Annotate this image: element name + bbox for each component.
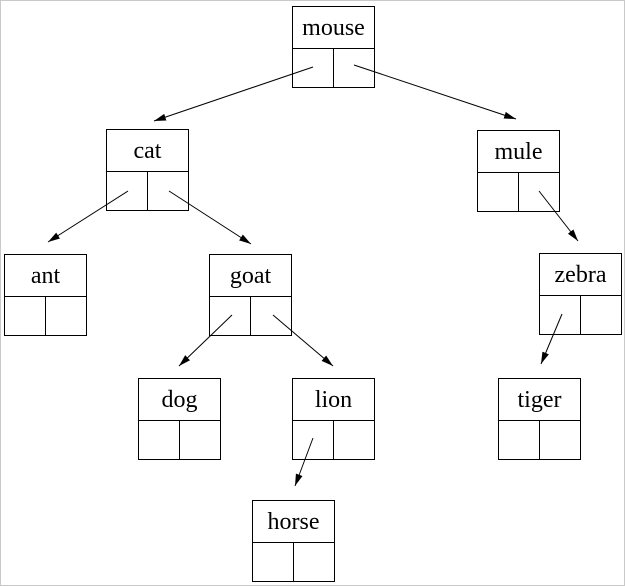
tree-node-goat: goat xyxy=(209,254,292,336)
tree-node-ant: ant xyxy=(4,254,87,336)
node-label: zebra xyxy=(540,254,621,296)
node-left-pointer-cell xyxy=(253,542,294,581)
node-label: ant xyxy=(5,255,86,297)
node-label: tiger xyxy=(499,379,580,421)
node-right-pointer-cell xyxy=(148,172,188,211)
node-pointer-cells xyxy=(293,420,374,460)
tree-node-mule: mule xyxy=(477,130,560,212)
node-pointer-cells xyxy=(139,420,220,460)
node-left-pointer-cell xyxy=(5,296,46,335)
node-label: lion xyxy=(293,379,374,421)
node-pointer-cells xyxy=(253,542,334,582)
tree-node-tiger: tiger xyxy=(498,378,581,460)
node-right-pointer-cell xyxy=(46,297,86,336)
node-left-pointer-cell xyxy=(540,295,581,334)
node-right-pointer-cell xyxy=(519,173,559,212)
node-pointer-cells xyxy=(499,420,580,460)
node-left-pointer-cell xyxy=(210,296,251,335)
node-pointer-cells xyxy=(107,171,188,211)
node-right-pointer-cell xyxy=(251,297,291,336)
node-label: cat xyxy=(107,130,188,172)
node-left-pointer-cell xyxy=(293,420,334,459)
node-left-pointer-cell xyxy=(293,48,334,87)
node-label: mouse xyxy=(293,7,374,49)
tree-node-cat: cat xyxy=(106,129,189,211)
node-right-pointer-cell xyxy=(334,421,374,460)
node-label: mule xyxy=(478,131,559,173)
node-left-pointer-cell xyxy=(478,172,519,211)
node-pointer-cells xyxy=(478,172,559,212)
node-label: dog xyxy=(139,379,220,421)
tree-node-mouse: mouse xyxy=(292,6,375,88)
node-left-pointer-cell xyxy=(107,171,148,210)
node-left-pointer-cell xyxy=(139,420,180,459)
node-right-pointer-cell xyxy=(581,296,621,335)
tree-node-lion: lion xyxy=(292,378,375,460)
node-right-pointer-cell xyxy=(180,421,220,460)
tree-node-zebra: zebra xyxy=(539,253,622,335)
node-label: horse xyxy=(253,501,334,543)
node-right-pointer-cell xyxy=(294,543,334,582)
node-label: goat xyxy=(210,255,291,297)
tree-node-horse: horse xyxy=(252,500,335,582)
node-pointer-cells xyxy=(210,296,291,336)
node-pointer-cells xyxy=(540,295,621,335)
node-right-pointer-cell xyxy=(334,49,374,88)
node-left-pointer-cell xyxy=(499,420,540,459)
tree-node-dog: dog xyxy=(138,378,221,460)
node-pointer-cells xyxy=(5,296,86,336)
node-pointer-cells xyxy=(293,48,374,88)
node-right-pointer-cell xyxy=(540,421,580,460)
